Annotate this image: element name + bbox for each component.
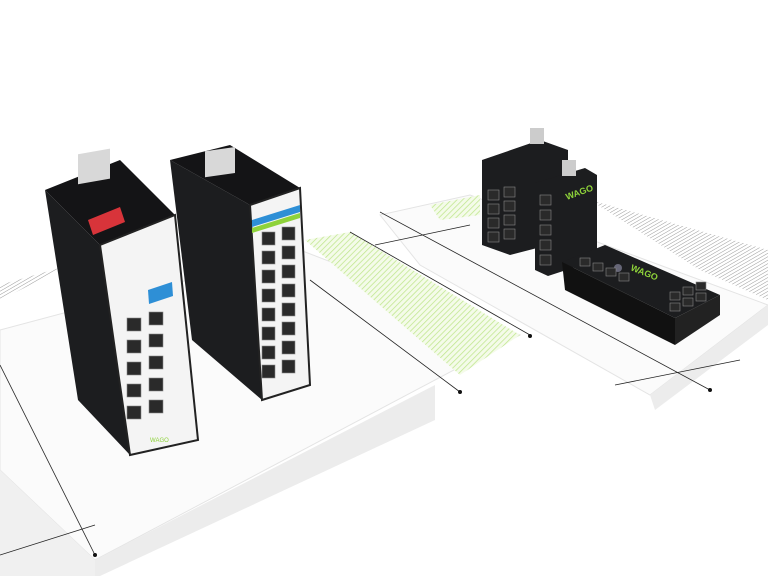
ethernet-port — [539, 254, 552, 266]
ethernet-port — [126, 317, 142, 332]
ethernet-port — [503, 214, 516, 226]
switch-large-managed: WAGO — [45, 148, 200, 457]
switch-flat-panel: WAGO — [562, 245, 720, 345]
port-grid — [261, 226, 296, 379]
ethernet-port — [261, 345, 276, 360]
ethernet-port — [592, 262, 604, 272]
port-grid — [126, 311, 164, 420]
ethernet-port — [539, 194, 552, 206]
ethernet-port — [261, 250, 276, 265]
ethernet-port — [281, 283, 296, 298]
switch-5port-unmanaged: WAGO — [535, 160, 597, 276]
ethernet-port — [503, 200, 516, 212]
ethernet-port — [695, 292, 707, 302]
ethernet-port — [281, 245, 296, 260]
ethernet-port — [148, 355, 164, 370]
ethernet-port — [618, 272, 630, 282]
switch-16port-managed — [170, 145, 312, 402]
ethernet-port — [682, 297, 694, 307]
terminal-block — [78, 148, 110, 185]
right-platform — [374, 194, 768, 410]
ethernet-port — [281, 264, 296, 279]
ethernet-port — [126, 339, 142, 354]
ethernet-port — [539, 224, 552, 236]
ethernet-port — [126, 361, 142, 376]
ethernet-port — [148, 399, 164, 414]
ethernet-port — [503, 186, 516, 198]
label-blue — [148, 282, 173, 304]
ethernet-port — [261, 307, 276, 322]
ethernet-port — [669, 302, 681, 312]
ethernet-port — [126, 383, 142, 398]
ethernet-port — [261, 288, 276, 303]
terminal-block — [562, 160, 576, 176]
port-grid — [579, 257, 707, 312]
wago-logo: WAGO — [150, 438, 169, 444]
ethernet-port — [281, 226, 296, 241]
ethernet-port — [503, 228, 516, 240]
ethernet-port — [487, 203, 500, 215]
terminal-block — [530, 128, 544, 144]
ethernet-port — [695, 281, 707, 291]
left-platform — [0, 231, 532, 576]
ethernet-port — [605, 267, 617, 277]
ethernet-port — [539, 239, 552, 251]
label-red — [88, 207, 125, 235]
label-green — [252, 213, 300, 233]
ethernet-port — [126, 405, 142, 420]
port-grid — [539, 194, 552, 266]
terminal-block — [205, 146, 235, 178]
ethernet-port — [148, 377, 164, 392]
ethernet-port — [539, 209, 552, 221]
ethernet-port — [261, 364, 276, 379]
ethernet-port — [281, 340, 296, 355]
ethernet-port — [487, 217, 500, 229]
port-grid — [487, 186, 516, 243]
ethernet-port — [261, 231, 276, 246]
ethernet-port — [148, 333, 164, 348]
ethernet-port — [669, 291, 681, 301]
ethernet-port — [281, 359, 296, 374]
ethernet-port — [281, 302, 296, 317]
label-blue — [252, 205, 300, 227]
ethernet-port — [261, 269, 276, 284]
ethernet-port — [487, 189, 500, 201]
ethernet-port — [579, 257, 591, 267]
ethernet-port — [148, 311, 164, 326]
ethernet-port — [682, 286, 694, 296]
ethernet-port — [281, 321, 296, 336]
ethernet-port — [261, 326, 276, 341]
ethernet-port — [487, 231, 500, 243]
